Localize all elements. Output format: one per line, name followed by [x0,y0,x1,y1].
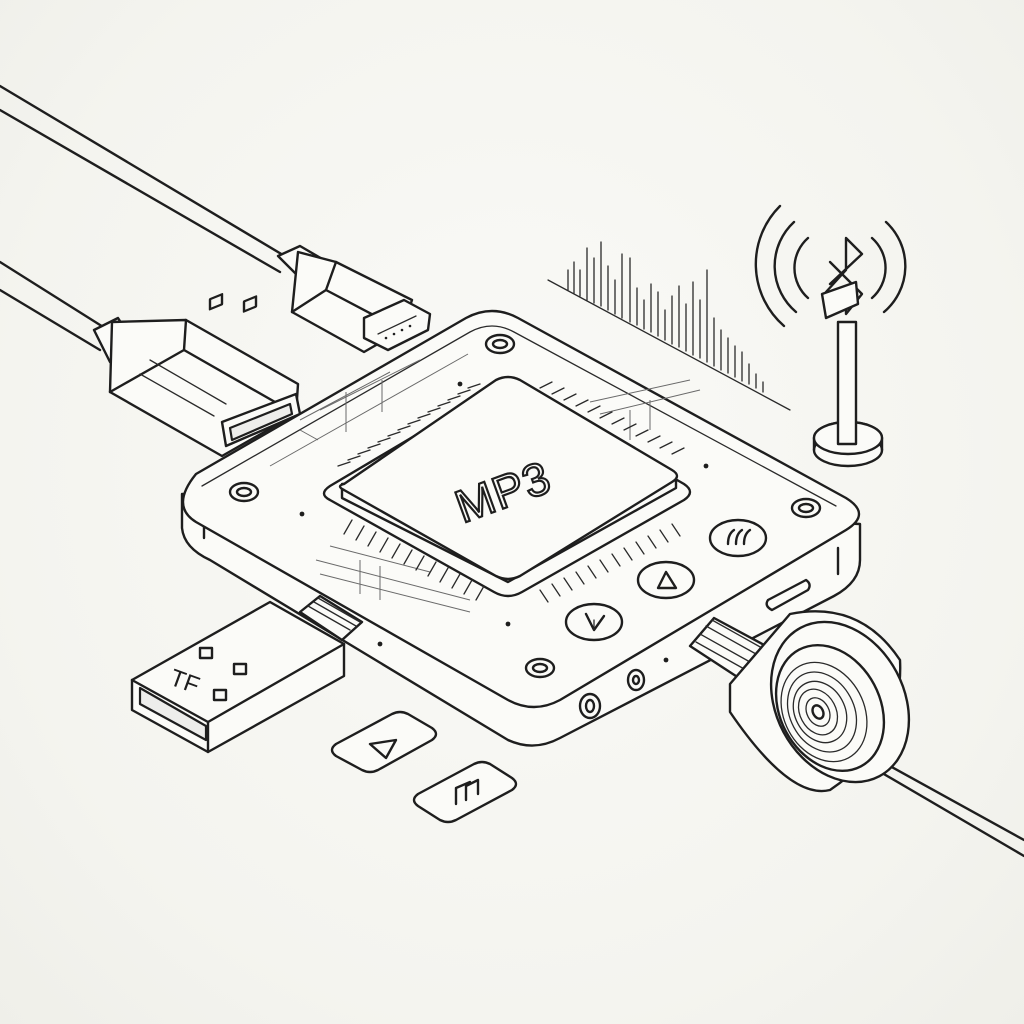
skip-back-button[interactable] [564,602,624,642]
mode-button[interactable] [708,518,768,558]
mp3-module-board: MP3 [180,309,862,747]
bluetooth-antenna-icon [754,204,907,468]
play-icon [368,738,398,760]
side-ports [377,578,811,720]
mp3-chip: MP3 [338,375,679,581]
play-button[interactable] [636,560,696,600]
pcb-dots [299,381,709,627]
floating-play-button[interactable] [330,710,438,774]
tf-card-reader: TF [130,594,364,754]
pause-icon [454,778,480,806]
speaker-rings [780,661,868,763]
mounting-holes [228,333,822,679]
chip-pins [337,381,685,603]
floating-pause-button[interactable] [412,760,518,824]
play-icon [656,570,678,590]
usb-a-cable [0,260,302,458]
skip-back-icon [584,612,606,632]
usb-c-cable [0,84,432,354]
speaker-icon [688,610,1024,858]
audio-waveform-icon [547,241,791,411]
usb-c-pins [384,324,412,340]
pcb-traces [269,353,701,613]
mode-icon [726,528,752,546]
